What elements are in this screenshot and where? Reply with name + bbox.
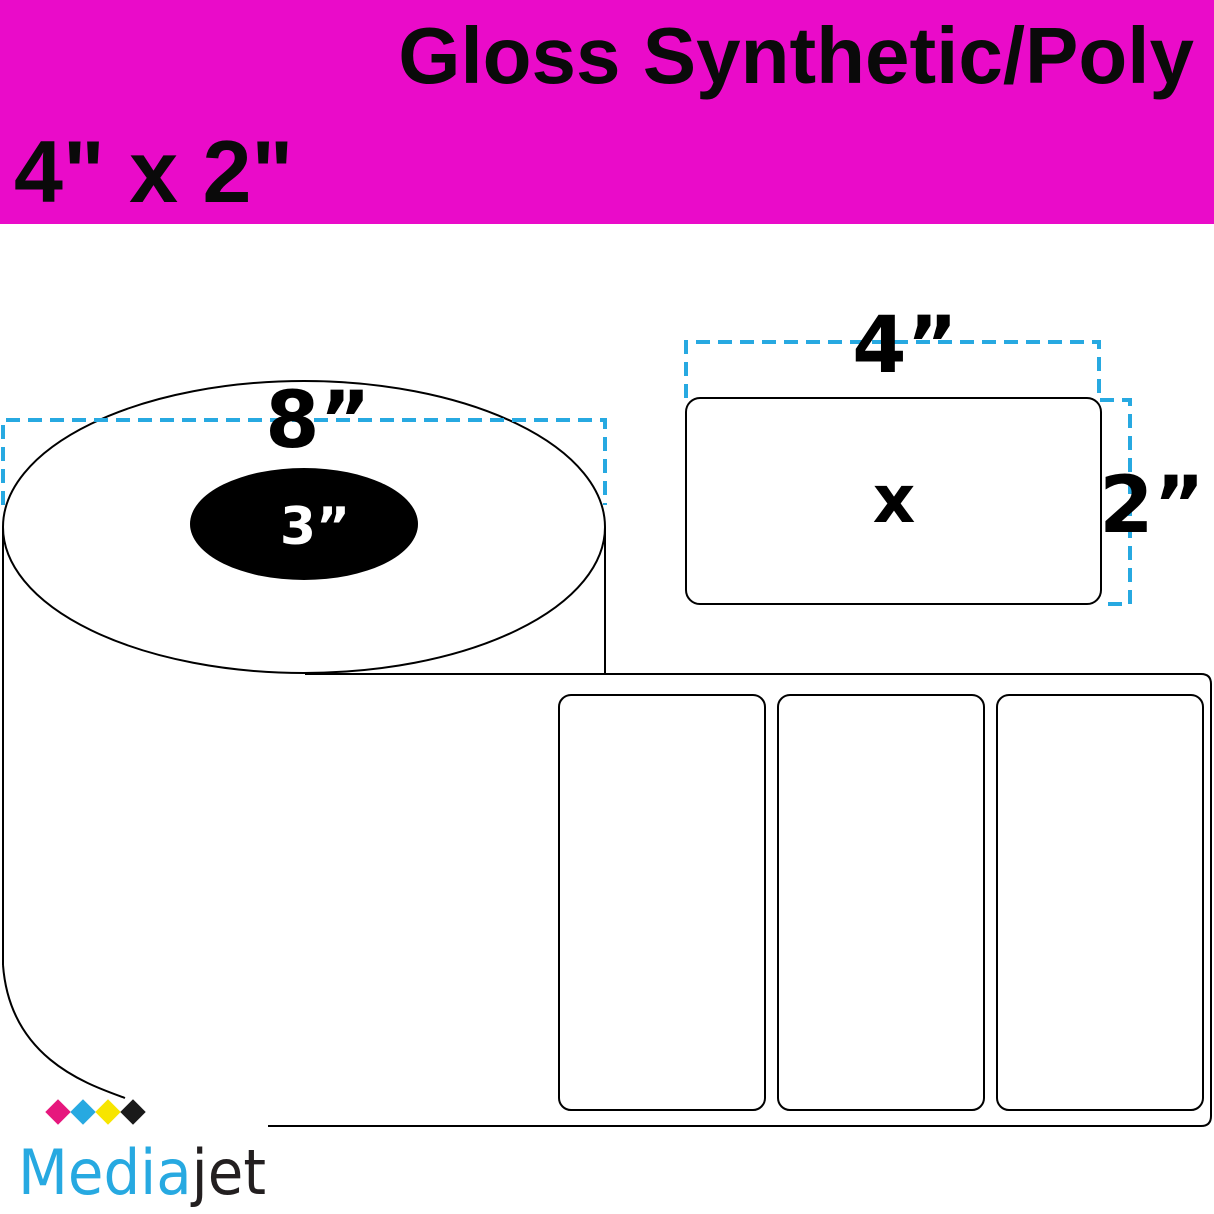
diamond-magenta-icon [45,1099,71,1125]
label-liner [268,673,1212,1127]
header-banner: Gloss Synthetic/Poly 4" x 2" [0,0,1214,224]
core-diameter-label: 3” [280,497,350,557]
product-size: 4" x 2" [14,122,294,221]
brand-diamonds [45,1099,146,1125]
liner-label-1 [558,694,766,1111]
brand-name-media: Media [18,1136,192,1209]
label-height-dimension-line [1100,398,1132,606]
roll-diameter-label: 8” [265,376,371,466]
brand-name-jet: jet [190,1136,266,1209]
liner-label-2 [777,694,985,1111]
diamond-black-icon [120,1099,146,1125]
brand-logo: Mediajet [18,1136,266,1209]
roll-diameter-dimension-line [1,418,607,505]
label-width-dimension-line [684,340,1101,398]
roll-bottom-curve [2,964,126,1099]
label-dimension-separator: x [873,461,916,538]
label-height-text: 2” [1099,461,1205,551]
liner-label-3 [996,694,1204,1111]
product-title: Gloss Synthetic/Poly [398,11,1194,100]
diamond-cyan-icon [70,1099,96,1125]
diamond-yellow-icon [95,1099,121,1125]
label-preview [685,397,1102,605]
roll-core [190,468,418,580]
label-width-text: 4” [852,301,958,391]
